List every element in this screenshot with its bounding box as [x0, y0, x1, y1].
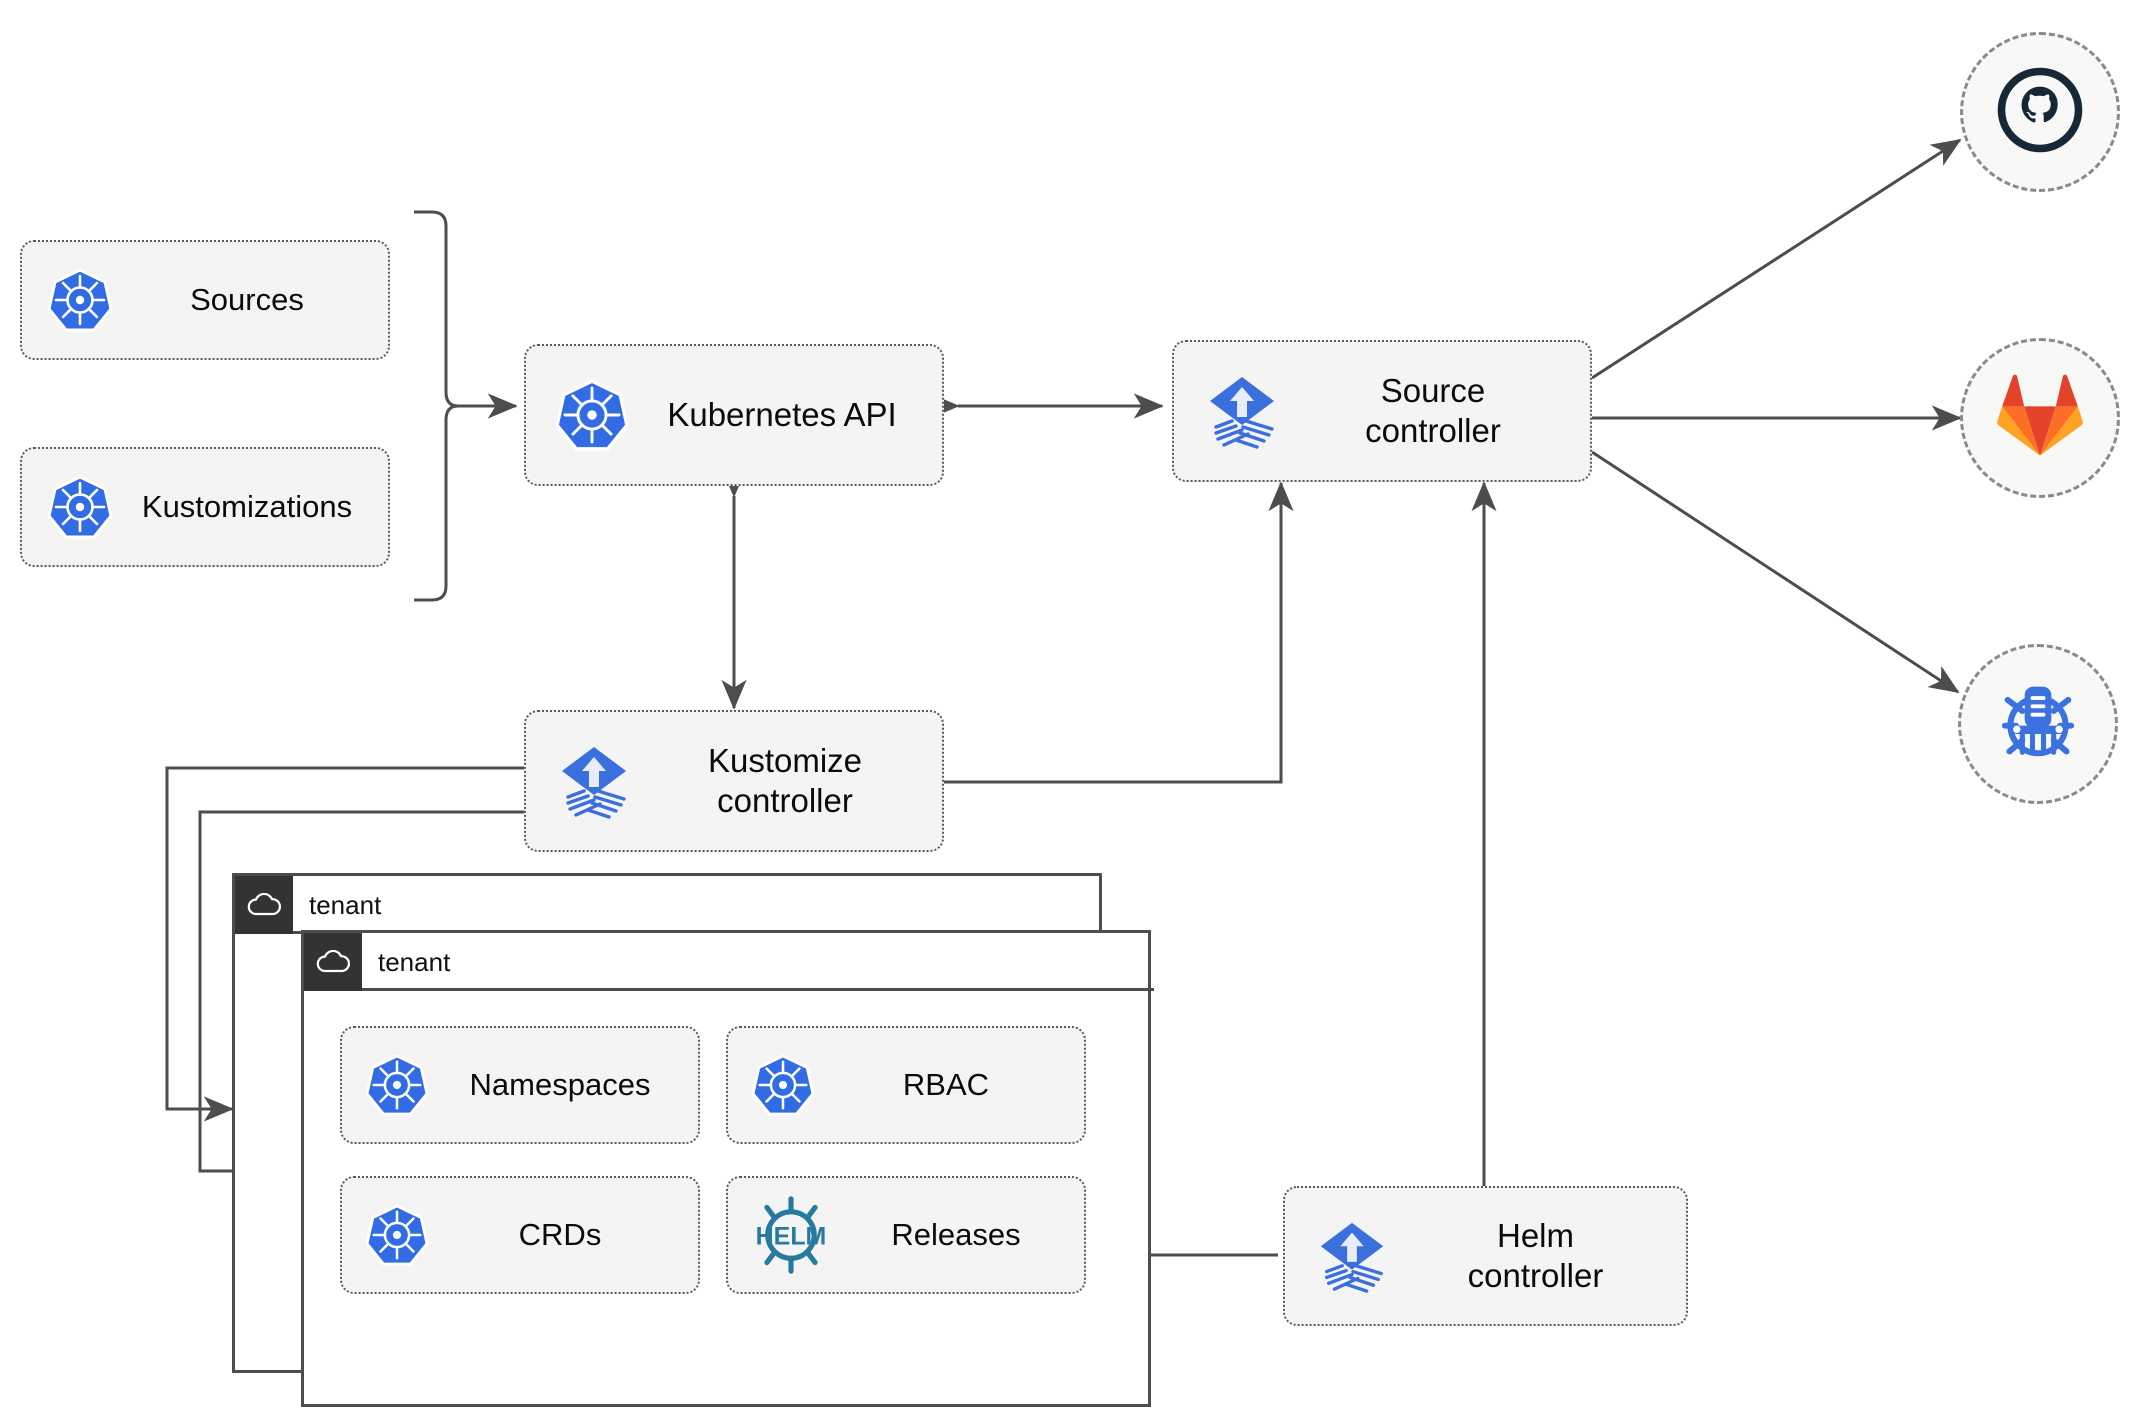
kubernetes-icon: [48, 475, 112, 539]
github-icon: [1996, 66, 2084, 159]
tenant-inner[interactable]: tenant: [301, 930, 1154, 1407]
flux-icon: [554, 741, 634, 821]
tenant-chip-releases[interactable]: HELM Releases: [726, 1176, 1086, 1294]
resources-bracket: [414, 210, 459, 602]
node-label: Source controller: [1365, 371, 1501, 449]
arrow-source-to-helmrepo: [1591, 450, 1960, 694]
tenant-outer-header: tenant: [235, 876, 381, 934]
tenant-inner-header: tenant: [304, 933, 450, 991]
kubernetes-icon: [556, 379, 628, 451]
flux-icon: [1202, 371, 1282, 451]
helm-icon: HELM: [748, 1192, 834, 1278]
tenant-chip-label: RBAC: [902, 1067, 990, 1103]
node-label: Helm controller: [1467, 1216, 1604, 1294]
node-label: Kustomize controller: [707, 741, 863, 819]
cloud-icon: [304, 933, 362, 991]
provider-helm-repository[interactable]: [1958, 644, 2118, 804]
tenant-inner-divider: [362, 988, 1154, 991]
kubernetes-icon: [752, 1054, 814, 1116]
cloud-icon: [235, 876, 293, 934]
node-kustomize-controller[interactable]: Kustomize controller: [524, 710, 944, 852]
tenant-chip-label: Releases: [891, 1217, 1021, 1253]
tenant-label: tenant: [309, 889, 382, 920]
kubernetes-icon: [48, 268, 112, 332]
kubernetes-icon: [366, 1054, 428, 1116]
node-helm-controller[interactable]: Helm controller: [1283, 1186, 1688, 1326]
provider-github[interactable]: [1960, 32, 2120, 192]
resource-chip-label: Kustomizations: [141, 489, 353, 525]
resource-chip-kustomizations[interactable]: Kustomizations: [20, 447, 390, 567]
provider-gitlab[interactable]: [1960, 338, 2120, 498]
tenant-chip-label: Namespaces: [469, 1067, 651, 1103]
arrow-kustomize-to-source: [934, 481, 1294, 784]
arrow-source-to-github: [1591, 138, 1962, 380]
kubernetes-icon: [366, 1204, 428, 1266]
tenant-chip-namespaces[interactable]: Namespaces: [340, 1026, 700, 1144]
resource-chip-sources[interactable]: Sources: [20, 240, 390, 360]
tenant-chip-label: CRDs: [518, 1217, 602, 1253]
tenant-label: tenant: [378, 946, 451, 977]
node-label: Kubernetes API: [667, 395, 897, 433]
gitlab-icon: [1996, 372, 2084, 465]
resource-chip-label: Sources: [190, 282, 304, 318]
tenant-chip-rbac[interactable]: RBAC: [726, 1026, 1086, 1144]
helm-repository-icon: [1992, 676, 2084, 773]
tenant-chip-crds[interactable]: CRDs: [340, 1176, 700, 1294]
helm-wordmark: HELM: [756, 1222, 827, 1250]
flux-icon: [1313, 1217, 1391, 1295]
node-kubernetes-api[interactable]: Kubernetes API: [524, 344, 944, 486]
node-source-controller[interactable]: Source controller: [1172, 340, 1592, 482]
